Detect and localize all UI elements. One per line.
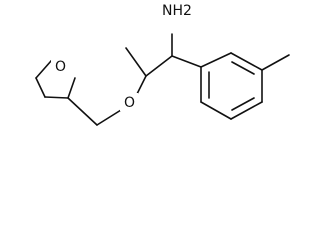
bond	[230, 101, 263, 120]
ether-oxygen-label: O	[124, 95, 135, 111]
molecule-structure: O O NH2	[35, 1, 290, 126]
ring-oxygen-label: O	[55, 59, 66, 75]
bond	[125, 47, 147, 77]
bond	[44, 96, 69, 99]
bond	[230, 52, 263, 71]
bond	[35, 77, 46, 98]
molecule-canvas: O O NH2	[35, 1, 290, 126]
linker-chain	[67, 33, 202, 126]
bond	[171, 55, 202, 68]
atom-labels: O O NH2	[51, 1, 192, 111]
double-bond	[231, 61, 255, 75]
benzene-ring	[200, 52, 290, 120]
bond	[35, 60, 52, 79]
bond	[200, 101, 232, 120]
bond	[136, 75, 147, 95]
double-bond	[231, 97, 255, 111]
bond	[67, 77, 76, 99]
bond	[96, 109, 122, 126]
bond	[145, 55, 173, 77]
bond	[67, 97, 98, 126]
amine-label: NH2	[162, 3, 192, 19]
bond	[200, 52, 232, 68]
bond	[261, 54, 290, 71]
